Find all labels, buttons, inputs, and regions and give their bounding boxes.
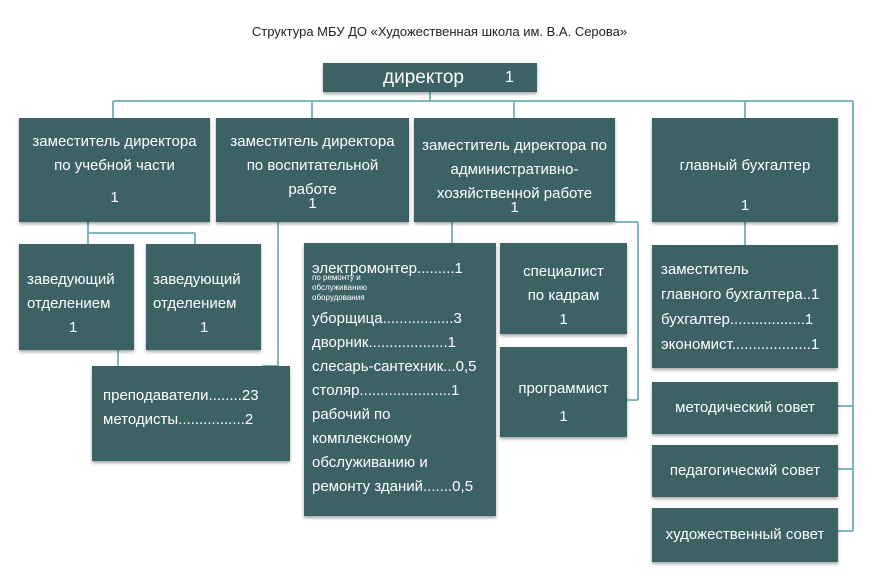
maintenance-staff-box: электромонтер.........1 по ремонту и обс…	[304, 243, 496, 516]
hr-specialist-line2: по кадрам	[527, 287, 600, 304]
pedagogical-council-box: педагогический совет	[652, 445, 838, 497]
deputy-accountant-line1: заместитель	[661, 261, 749, 278]
deputy-accountant-line2: главного бухгалтера..1	[661, 286, 820, 303]
director-label: директор	[383, 67, 464, 88]
electrician-note: по ремонту и обслуживанию оборудования	[312, 273, 368, 302]
head-department-1-line2: отделением	[27, 295, 111, 312]
chief-accountant-count: 1	[740, 197, 750, 214]
deputy-admin-line2: административно-	[450, 161, 579, 178]
programmer-box: программист 1	[500, 347, 627, 437]
teachers-line: преподаватели........23	[103, 387, 259, 404]
head-department-1-count: 1	[69, 319, 78, 336]
accountant-line: бухгалтер..................1	[661, 311, 814, 328]
deputy-education-line1: заместитель директора	[230, 133, 395, 150]
head-department-2-line1: заведующий	[153, 271, 241, 288]
accounting-staff-box: заместитель главного бухгалтера..1 бухга…	[652, 245, 838, 368]
plumber-line: слесарь-сантехник...0,5	[312, 358, 477, 375]
methodical-council-label: методический совет	[675, 399, 815, 416]
head-department-2-line2: отделением	[153, 295, 237, 312]
director-count: 1	[505, 69, 514, 86]
carpenter-line: столяр......................1	[312, 382, 460, 399]
hr-specialist-line1: специалист	[523, 263, 604, 280]
cleaner-line: уборщица.................3	[312, 310, 462, 327]
deputy-admin-count: 1	[510, 199, 519, 216]
art-council-box: художественный совет	[652, 508, 838, 562]
worker-line-3: обслуживанию и	[312, 454, 428, 471]
deputy-admin-box: заместитель директора по административно…	[414, 118, 615, 222]
art-council-label: художественный совет	[665, 526, 825, 543]
deputy-admin-line3: хозяйственной работе	[436, 185, 593, 202]
head-department-2-count: 1	[200, 319, 209, 336]
hr-specialist-box: специалист по кадрам 1	[500, 243, 627, 334]
worker-line-1: рабочий по	[312, 406, 391, 423]
director-box: директор 1	[323, 63, 537, 92]
head-department-2-box: заведующий отделением 1	[146, 244, 261, 350]
teachers-box: преподаватели........23 методисты.......…	[92, 366, 290, 461]
worker-line-4: ремонту зданий.......0,5	[312, 478, 474, 495]
chief-accountant-label: главный бухгалтер	[679, 157, 811, 174]
janitor-line: дворник...................1	[312, 334, 456, 351]
methodical-council-box: методический совет	[652, 382, 838, 434]
deputy-education-count: 1	[308, 195, 317, 212]
pedagogical-council-label: педагогический совет	[669, 462, 821, 479]
deputy-education-box: заместитель директора по воспитательной …	[216, 118, 409, 222]
programmer-label: программист	[518, 380, 609, 397]
deputy-education-line3: работе	[288, 181, 337, 198]
deputy-study-count: 1	[110, 189, 119, 206]
deputy-education-line2: по воспитательной	[246, 157, 379, 174]
hr-specialist-count: 1	[559, 311, 568, 328]
deputy-study-line2: по учебной части	[54, 157, 175, 174]
head-department-1-box: заведующий отделением 1	[19, 244, 134, 350]
head-department-1-line1: заведующий	[27, 271, 115, 288]
chart-title: Структура МБУ ДО «Художественная школа и…	[251, 24, 628, 39]
electrician-line: электромонтер.........1	[312, 260, 463, 277]
worker-line-2: комплексному	[312, 430, 412, 447]
deputy-admin-line1: заместитель директора по	[422, 137, 607, 154]
programmer-count: 1	[559, 408, 568, 425]
chief-accountant-box: главный бухгалтер 1	[652, 118, 838, 222]
methodists-line: методисты................2	[103, 411, 254, 428]
economist-line: экономист...................1	[661, 336, 820, 353]
deputy-study-line1: заместитель директора	[32, 133, 197, 150]
deputy-study-box: заместитель директора по учебной части 1	[19, 118, 210, 222]
